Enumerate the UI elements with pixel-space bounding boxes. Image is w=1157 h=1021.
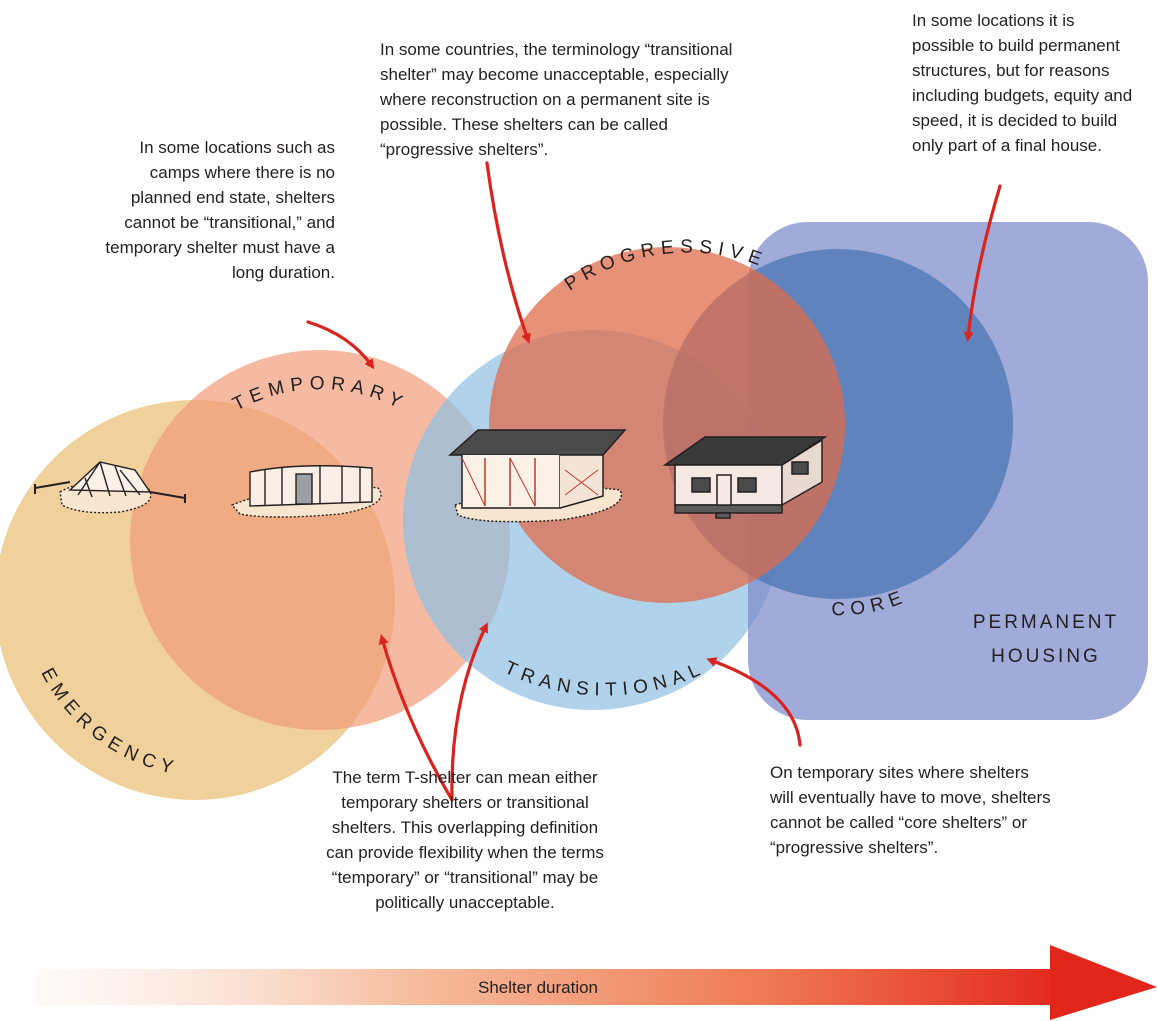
shelter-duration-arrow — [35, 945, 1157, 1020]
note-line: cannot be “transitional,” and — [124, 213, 335, 232]
note-line: camps where there is no — [149, 163, 335, 182]
pointer-arrows — [306, 161, 1002, 802]
note-line: shelters. This overlapping definition — [331, 818, 599, 837]
temporary-zone — [130, 350, 510, 730]
note-line: politically unacceptable. — [375, 893, 555, 912]
sites-pointer-arrow — [706, 657, 802, 747]
temporary-pointer-arrow — [306, 320, 375, 370]
note-line: planned end state, shelters — [130, 188, 335, 207]
note-line: where reconstruction on a permanent site… — [380, 90, 710, 109]
core-pointer-arrow — [963, 184, 1002, 342]
note-line: long duration. — [231, 263, 335, 282]
temporary-location-note: In some locations such as camps where th… — [95, 135, 335, 285]
tshelter-transitional-pointer-arrow — [450, 622, 488, 802]
temporary-shelter-icon — [230, 465, 382, 518]
note-line: possible. These shelters can be called — [380, 115, 668, 134]
note-line: “temporary” or “transitional” may be — [331, 868, 599, 887]
note-line: speed, it is decided to build — [912, 111, 1118, 130]
note-line: only part of a final house. — [912, 136, 1102, 155]
note-line: In some countries, the terminology “tran… — [380, 40, 733, 59]
note-line: structures, but for reasons — [912, 61, 1110, 80]
transitional-shelter-icon — [448, 429, 627, 523]
note-line: In some locations such as — [139, 138, 335, 157]
permanent-house-icon — [662, 436, 828, 519]
note-line: The term T-shelter can mean either — [332, 768, 598, 787]
temporary-sites-note: On temporary sites where shelters will e… — [770, 760, 1090, 860]
note-line: can provide flexibility when the terms — [326, 843, 604, 862]
note-line: temporary shelters or transitional — [341, 793, 589, 812]
note-line: temporary shelter must have a — [105, 238, 335, 257]
tent-icon — [34, 461, 186, 514]
permanent-label-line1: PERMANENT — [973, 612, 1119, 633]
core-shelter-note: In some locations it is possible to buil… — [912, 8, 1152, 158]
progressive-terminology-note: In some countries, the terminology “tran… — [380, 37, 800, 162]
note-line: possible to build permanent — [912, 36, 1120, 55]
note-line: In some locations it is — [912, 11, 1075, 30]
note-line: “progressive shelters”. — [380, 140, 549, 159]
note-line: On temporary sites where shelters — [770, 763, 1029, 782]
note-line: “progressive shelters”. — [770, 838, 939, 857]
note-line: including budgets, equity and — [912, 86, 1133, 105]
permanent-label-line2: HOUSING — [991, 646, 1101, 667]
progressive-zone — [489, 247, 845, 603]
tshelter-temporary-pointer-arrow — [378, 634, 454, 802]
note-line: shelter” may become unacceptable, especi… — [380, 65, 729, 84]
note-line: will eventually have to move, shelters — [770, 788, 1051, 807]
shelter-duration-label: Shelter duration — [478, 978, 598, 997]
progressive-pointer-arrow — [485, 161, 531, 344]
note-line: cannot be called “core shelters” or — [770, 813, 1028, 832]
tshelter-definition-note: The term T-shelter can mean either tempo… — [300, 765, 630, 915]
